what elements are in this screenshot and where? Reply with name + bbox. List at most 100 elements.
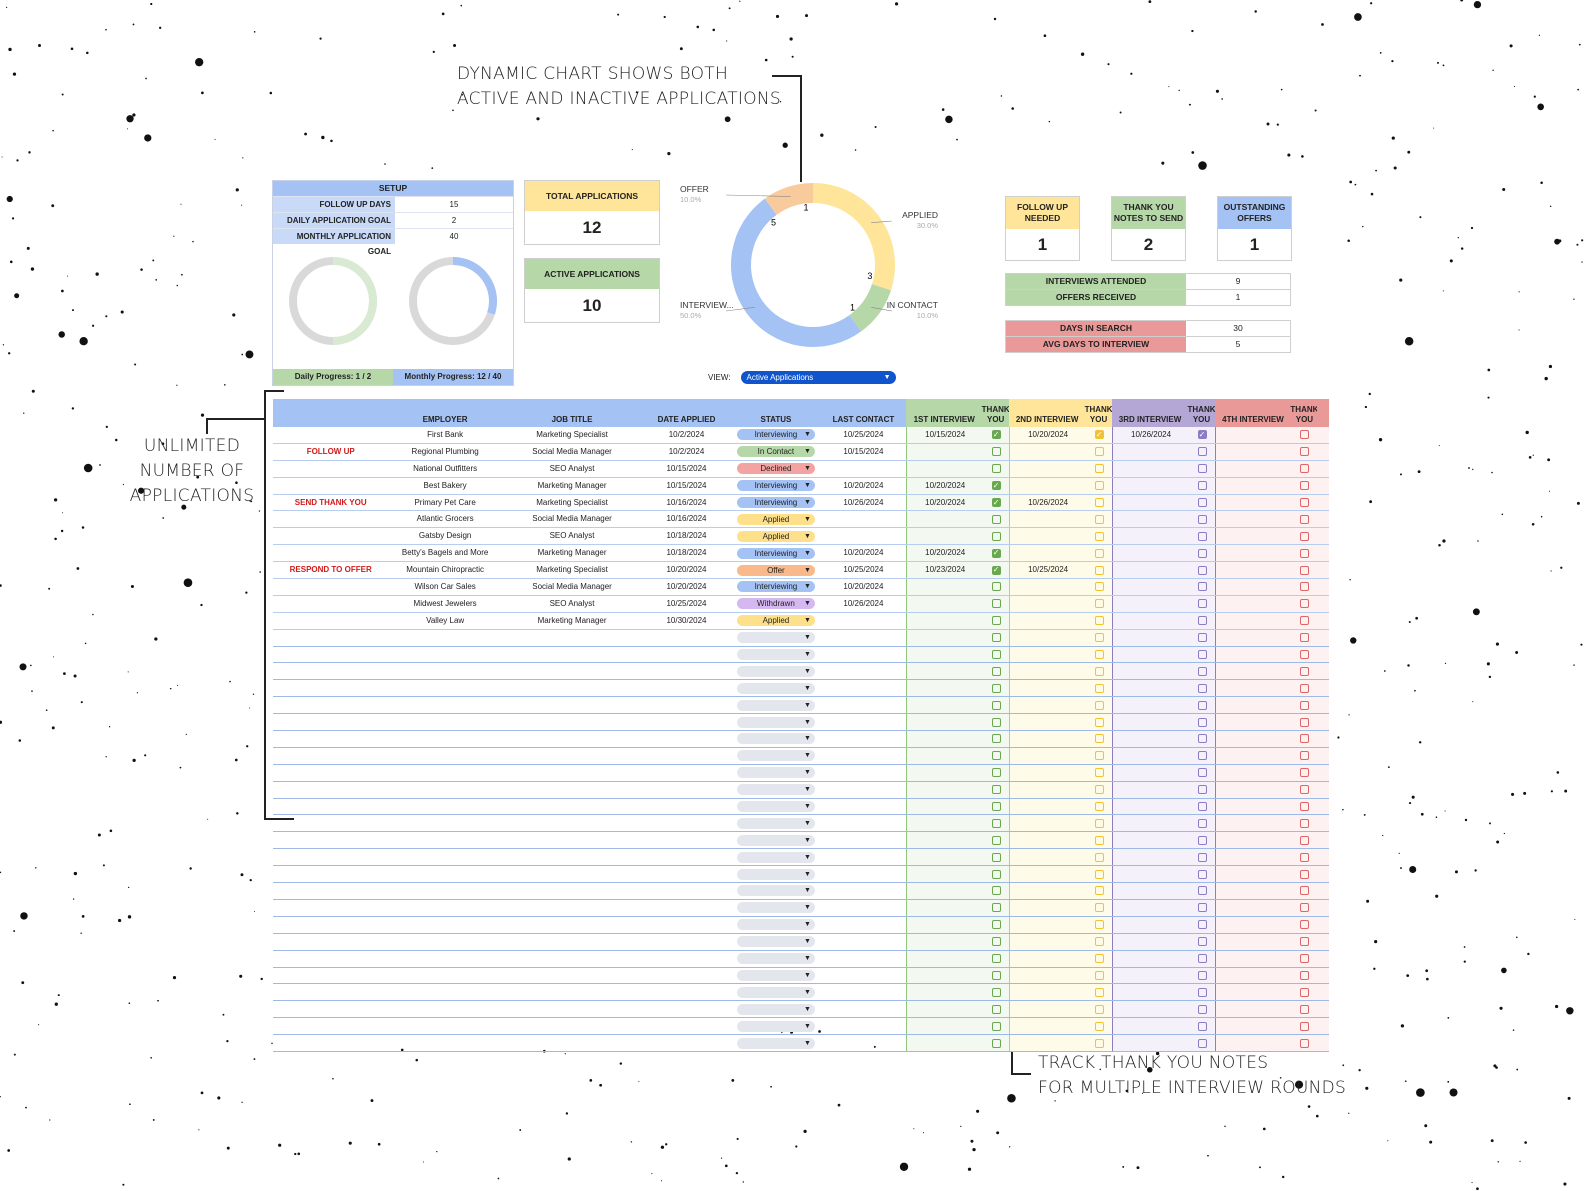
interview-date-cell[interactable] bbox=[1008, 815, 1087, 832]
last-contact-cell[interactable]: 10/20/2024 bbox=[843, 548, 884, 558]
interview-date-cell[interactable] bbox=[1008, 832, 1087, 849]
employer-cell[interactable] bbox=[388, 714, 501, 730]
last-contact-cell[interactable] bbox=[821, 1018, 906, 1034]
thank-you-checkbox[interactable] bbox=[991, 1004, 1001, 1014]
thank-you-checkbox[interactable] bbox=[1300, 700, 1310, 710]
interview-date-cell[interactable] bbox=[1214, 680, 1293, 697]
employer-cell[interactable]: Regional Plumbing bbox=[411, 446, 479, 456]
interview-date-cell[interactable] bbox=[1111, 595, 1190, 612]
employer-cell[interactable] bbox=[388, 1018, 501, 1034]
interview-date-cell[interactable] bbox=[1111, 528, 1190, 545]
thank-you-checkbox[interactable] bbox=[1094, 734, 1104, 744]
thank-you-checkbox[interactable] bbox=[1300, 886, 1310, 896]
thank-you-checkbox[interactable] bbox=[1094, 802, 1104, 812]
interview-date-cell[interactable] bbox=[1111, 646, 1190, 663]
thank-you-checkbox[interactable] bbox=[1197, 531, 1207, 541]
employer-cell[interactable] bbox=[388, 647, 501, 663]
date-applied-cell[interactable] bbox=[642, 1001, 730, 1017]
thank-you-checkbox[interactable] bbox=[1094, 1004, 1104, 1014]
thank-you-checkbox[interactable] bbox=[1094, 498, 1104, 507]
last-contact-cell[interactable]: 10/26/2024 bbox=[843, 497, 884, 507]
last-contact-cell[interactable] bbox=[821, 951, 906, 967]
employer-cell[interactable] bbox=[388, 663, 501, 679]
interview-date-cell[interactable] bbox=[1111, 579, 1190, 595]
thank-you-checkbox[interactable] bbox=[1197, 954, 1207, 964]
last-contact-cell[interactable] bbox=[821, 968, 906, 984]
thank-you-checkbox[interactable] bbox=[1094, 683, 1104, 693]
thank-you-checkbox[interactable] bbox=[991, 937, 1001, 947]
interview-date-cell[interactable] bbox=[1008, 511, 1087, 528]
thank-you-checkbox[interactable] bbox=[1300, 498, 1310, 507]
interview-date-cell[interactable] bbox=[905, 697, 984, 714]
interview-date-cell[interactable] bbox=[905, 832, 984, 849]
thank-you-checkbox[interactable] bbox=[1197, 835, 1207, 845]
date-applied-cell[interactable] bbox=[642, 782, 730, 798]
last-contact-cell[interactable] bbox=[821, 511, 906, 527]
employer-cell[interactable] bbox=[388, 917, 501, 933]
interview-date-cell[interactable] bbox=[1214, 663, 1293, 680]
employer-cell[interactable]: Mountain Chiropractic bbox=[406, 565, 485, 575]
interview-date-cell[interactable] bbox=[1008, 1018, 1087, 1035]
thank-you-checkbox[interactable] bbox=[1197, 818, 1207, 828]
job-title-cell[interactable] bbox=[502, 782, 642, 798]
thank-you-checkbox[interactable]: ✓ bbox=[991, 429, 1001, 440]
interview-date-cell[interactable] bbox=[1008, 1035, 1087, 1051]
thank-you-checkbox[interactable] bbox=[991, 903, 1001, 913]
interview-date-cell[interactable] bbox=[1111, 1035, 1190, 1051]
job-title-cell[interactable] bbox=[502, 815, 642, 831]
thank-you-checkbox[interactable] bbox=[991, 852, 1001, 862]
interview-date-cell[interactable]: 10/25/2024 bbox=[1008, 562, 1087, 579]
thank-you-checkbox[interactable] bbox=[1094, 548, 1104, 558]
interview-date-cell[interactable] bbox=[1111, 612, 1190, 629]
thank-you-checkbox[interactable] bbox=[991, 700, 1001, 710]
interview-date-cell[interactable] bbox=[1111, 1018, 1190, 1035]
last-contact-cell[interactable] bbox=[821, 934, 906, 950]
thank-you-checkbox[interactable] bbox=[1197, 970, 1207, 980]
thank-you-checkbox[interactable] bbox=[1197, 616, 1207, 626]
thank-you-checkbox[interactable] bbox=[1094, 1021, 1104, 1031]
interview-date-cell[interactable] bbox=[1111, 443, 1190, 460]
last-contact-cell[interactable] bbox=[821, 1035, 906, 1051]
last-contact-cell[interactable] bbox=[821, 799, 906, 815]
thank-you-checkbox[interactable] bbox=[991, 970, 1001, 980]
job-title-cell[interactable] bbox=[502, 849, 642, 865]
thank-you-checkbox[interactable] bbox=[1300, 633, 1310, 643]
interview-date-cell[interactable] bbox=[1111, 1001, 1190, 1018]
thank-you-checkbox[interactable] bbox=[1300, 481, 1310, 491]
last-contact-cell[interactable] bbox=[821, 697, 906, 713]
interview-date-cell[interactable] bbox=[1111, 815, 1190, 832]
thank-you-checkbox[interactable] bbox=[1094, 464, 1104, 474]
thank-you-checkbox[interactable] bbox=[991, 531, 1001, 541]
interview-date-cell[interactable] bbox=[1008, 528, 1087, 545]
thank-you-checkbox[interactable] bbox=[1197, 666, 1207, 676]
interview-date-cell[interactable] bbox=[1008, 883, 1087, 899]
date-applied-cell[interactable] bbox=[642, 900, 730, 916]
date-applied-cell[interactable]: 10/2/2024 bbox=[668, 430, 705, 439]
thank-you-checkbox[interactable] bbox=[1197, 650, 1207, 660]
status-dropdown[interactable]: Interviewing▼ bbox=[736, 581, 815, 593]
interview-date-cell[interactable] bbox=[1111, 629, 1190, 646]
interview-date-cell[interactable] bbox=[905, 731, 984, 747]
interview-date-cell[interactable] bbox=[905, 595, 984, 612]
interview-date-cell[interactable] bbox=[905, 933, 984, 950]
status-dropdown[interactable]: ▼ bbox=[736, 969, 815, 981]
interview-date-cell[interactable] bbox=[1214, 967, 1293, 984]
last-contact-cell[interactable] bbox=[821, 883, 906, 899]
thank-you-checkbox[interactable] bbox=[1197, 582, 1207, 592]
interview-date-cell[interactable] bbox=[1111, 764, 1190, 781]
thank-you-checkbox[interactable] bbox=[991, 920, 1001, 930]
date-applied-cell[interactable] bbox=[642, 984, 730, 1000]
date-applied-cell[interactable] bbox=[642, 968, 730, 984]
thank-you-checkbox[interactable] bbox=[1300, 802, 1310, 812]
date-applied-cell[interactable] bbox=[642, 951, 730, 967]
thank-you-checkbox[interactable] bbox=[1197, 464, 1207, 474]
interview-date-cell[interactable] bbox=[1111, 984, 1190, 1001]
job-title-cell[interactable]: Social Media Manager bbox=[532, 582, 612, 592]
last-contact-cell[interactable]: 10/25/2024 bbox=[843, 565, 884, 575]
last-contact-cell[interactable] bbox=[821, 647, 906, 663]
thank-you-checkbox[interactable] bbox=[991, 447, 1001, 457]
interview-date-cell[interactable] bbox=[905, 1018, 984, 1035]
thank-you-checkbox[interactable] bbox=[991, 734, 1001, 744]
thank-you-checkbox[interactable] bbox=[1300, 514, 1310, 524]
thank-you-checkbox[interactable] bbox=[1300, 531, 1310, 541]
